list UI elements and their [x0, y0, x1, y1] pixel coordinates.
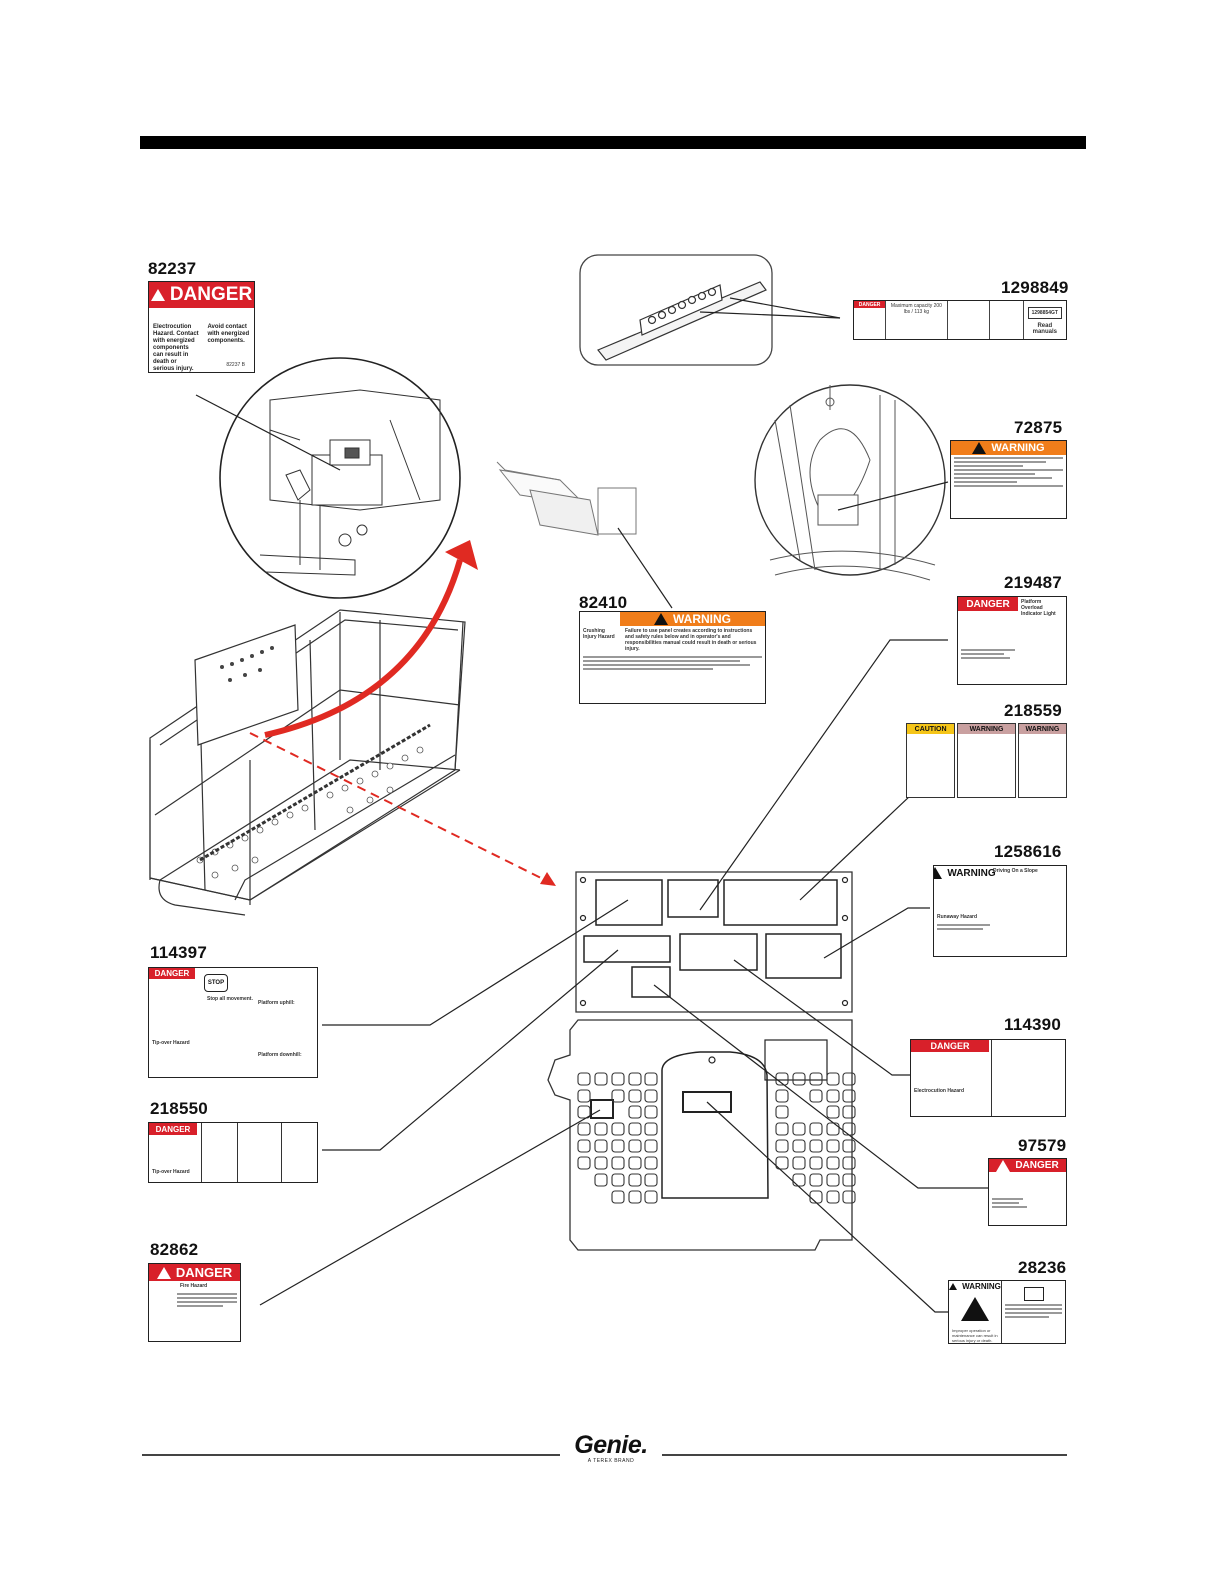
footer-rule-right: [662, 1454, 1067, 1456]
decal-114397-downhill: Platform downhill:: [258, 1052, 302, 1058]
control-box-detail-circle: [219, 357, 461, 599]
warning-triangle-icon: [949, 1283, 958, 1290]
label-218550: 218550: [150, 1099, 208, 1118]
label-218559: 218559: [1004, 701, 1062, 720]
decal-218550: DANGER Tip-over Hazard: [148, 1122, 318, 1183]
decal-1298849: DANGER Maximum capacity 200 lbs / 113 kg…: [853, 300, 1067, 340]
label-114390: 114390: [1004, 1015, 1061, 1034]
decal-218550-tip: Tip-over Hazard: [152, 1169, 190, 1175]
decal-82237-header: DANGER: [169, 284, 253, 305]
label-1298849: 1298849: [1001, 278, 1069, 297]
warning-triangle-icon: [654, 613, 668, 625]
label-28236: 28236: [1018, 1258, 1067, 1277]
decal-1298849-read: Read manuals: [1032, 323, 1057, 335]
decal-114390-haz: Electrocution Hazard: [914, 1088, 965, 1094]
decal-219487: DANGER Platform Overload Indicator Light: [957, 596, 1067, 685]
decal-82410-header: WARNING: [673, 612, 731, 626]
decal-28236-header: WARNING: [962, 1282, 1001, 1291]
warning-triangle-icon: [934, 867, 943, 879]
floor-plate: [547, 1019, 853, 1251]
decal-82410-col1: Crushing Injury Hazard: [583, 628, 615, 640]
decal-82237: DANGER Electrocution Hazard. Contact wit…: [148, 281, 255, 373]
decal-1298849-part: 1298854GT: [1027, 307, 1062, 319]
decal-218550-header: DANGER: [149, 1123, 197, 1135]
warning-triangle-icon: [996, 1159, 1011, 1172]
decal-1258616-header: WARNING: [947, 867, 996, 879]
label-82237: 82237: [148, 259, 197, 278]
warning-triangle-icon: [972, 442, 987, 454]
genie-logo: Genie. A TEREX BRAND: [566, 1432, 656, 1472]
decal-28236: WARNING Improper operation or maintenanc…: [948, 1280, 1066, 1344]
decal-114397-uphill: Platform uphill:: [258, 1000, 295, 1006]
decal-114390: DANGER Electrocution Hazard: [910, 1039, 1066, 1117]
decal-82410: WARNING Crushing Injury Hazard Failure t…: [579, 611, 766, 704]
exclamation-triangle-icon: [961, 1297, 989, 1321]
decal-82410-col2: Failure to use panel creates according t…: [625, 628, 757, 652]
label-82410: 82410: [579, 593, 628, 612]
decal-panel: [575, 871, 853, 1013]
decal-218559-h2: WARNING: [958, 724, 1015, 734]
decal-28236-text: Improper operation or maintenance can re…: [952, 1328, 998, 1343]
decal-1258616: WARNING Driving On a Slope Runaway Hazar…: [933, 865, 1067, 957]
decal-218559-h3: WARNING: [1018, 724, 1066, 734]
decal-114397-header: DANGER: [149, 968, 195, 979]
decal-1258616-title: Driving On a Slope: [993, 868, 1038, 874]
decal-1298849-header: DANGER: [854, 301, 886, 308]
manual-book-icon: [1023, 1287, 1044, 1301]
brand-sub: A TEREX BRAND: [587, 1458, 635, 1464]
label-72875: 72875: [1014, 418, 1063, 437]
decal-82237-right-text: Avoid contact with energized components.: [207, 324, 250, 344]
decal-72875: WARNING: [950, 440, 1067, 519]
decal-218559-h1: CAUTION: [907, 724, 955, 734]
label-219487: 219487: [1004, 573, 1062, 592]
decal-114397-stop-text: Stop all movement.: [207, 996, 253, 1002]
decal-114390-header: DANGER: [911, 1040, 989, 1052]
label-97579: 97579: [1018, 1136, 1067, 1155]
header-rule: [140, 136, 1086, 149]
decal-97579: DANGER: [988, 1158, 1067, 1226]
decal-114397-stop: STOP: [204, 974, 228, 992]
decal-82862-haz: Fire Hazard: [180, 1283, 208, 1289]
footer-rule-left: [142, 1454, 560, 1456]
decal-1258616-sub: Runaway Hazard: [937, 914, 978, 920]
decal-82862: DANGER Fire Hazard: [148, 1263, 241, 1342]
decal-97579-header: DANGER: [1015, 1160, 1059, 1171]
decal-219487-title: Platform Overload Indicator Light: [1021, 599, 1056, 617]
decal-114397: DANGER STOP Stop all movement. Tip-over …: [148, 967, 318, 1078]
warning-triangle-icon: [150, 289, 165, 301]
decal-219487-header: DANGER: [958, 597, 1018, 611]
decal-82862-header: DANGER: [175, 1265, 233, 1280]
rail-detail-box: [579, 254, 773, 366]
label-1258616: 1258616: [994, 842, 1062, 861]
label-114397: 114397: [150, 943, 207, 962]
label-82862: 82862: [150, 1240, 199, 1259]
decal-1298849-capacity: Maximum capacity 200 lbs / 113 kg: [886, 301, 948, 339]
decal-72875-header: WARNING: [991, 442, 1045, 454]
decal-82237-left-text: Electrocution Hazard. Contact with energ…: [153, 324, 199, 372]
brand-name: Genie.: [574, 1431, 648, 1459]
warning-triangle-icon: [156, 1266, 171, 1279]
lanyard-detail-circle: [754, 384, 946, 576]
decal-82237-code: 82237 B: [226, 362, 245, 368]
decal-114397-tip: Tip-over Hazard: [152, 1040, 190, 1046]
decal-218559: CAUTION WARNING WARNING: [906, 723, 1067, 798]
